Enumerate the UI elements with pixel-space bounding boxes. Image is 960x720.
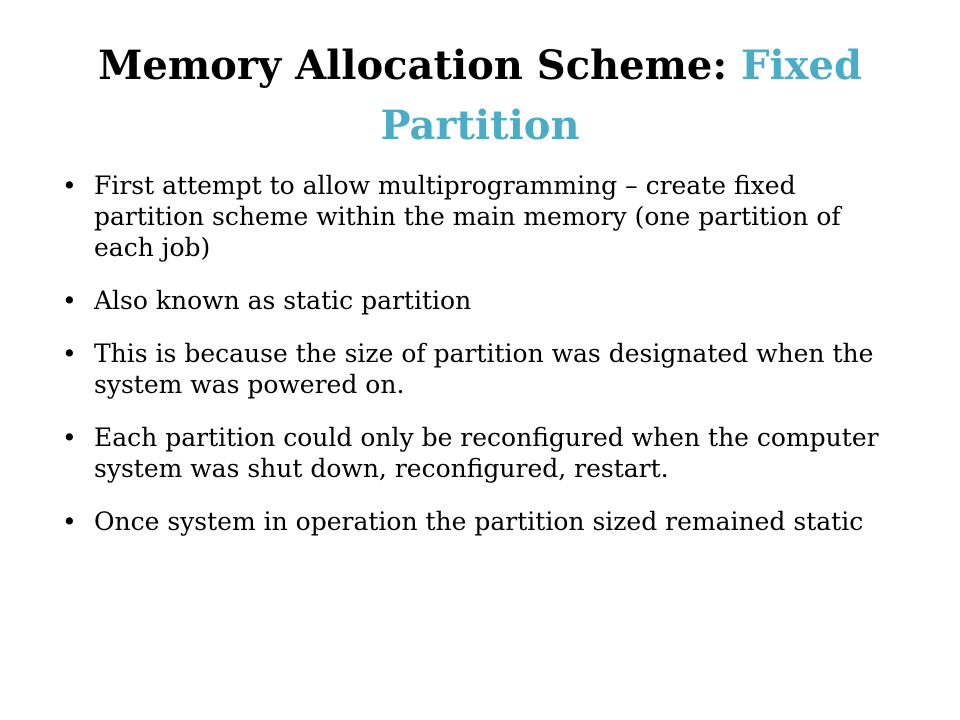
bullet-icon: • [62, 339, 77, 368]
bullet-item: • Each partition could only be reconfigu… [62, 422, 882, 484]
bullet-icon: • [62, 286, 77, 315]
bullet-icon: • [62, 507, 77, 536]
bullet-list: • First attempt to allow multiprogrammin… [62, 170, 882, 559]
slide-title: Memory Allocation Scheme: Fixed Partitio… [40, 36, 920, 156]
bullet-text: Also known as static partition [94, 286, 472, 315]
bullet-item: • First attempt to allow multiprogrammin… [62, 170, 882, 263]
bullet-text: Once system in operation the partition s… [94, 507, 864, 536]
slide-title-main: Memory Allocation Scheme: [98, 42, 742, 89]
bullet-icon: • [62, 423, 77, 452]
bullet-item: • Also known as static partition [62, 285, 882, 316]
bullet-text: Each partition could only be reconfigure… [94, 423, 879, 483]
bullet-item: • This is because the size of partition … [62, 338, 882, 400]
bullet-text: First attempt to allow multiprogramming … [94, 171, 841, 262]
bullet-item: • Once system in operation the partition… [62, 506, 882, 537]
bullet-icon: • [62, 171, 77, 200]
bullet-text: This is because the size of partition wa… [94, 339, 874, 399]
slide-title-accent: Fixed Partition [380, 42, 862, 149]
